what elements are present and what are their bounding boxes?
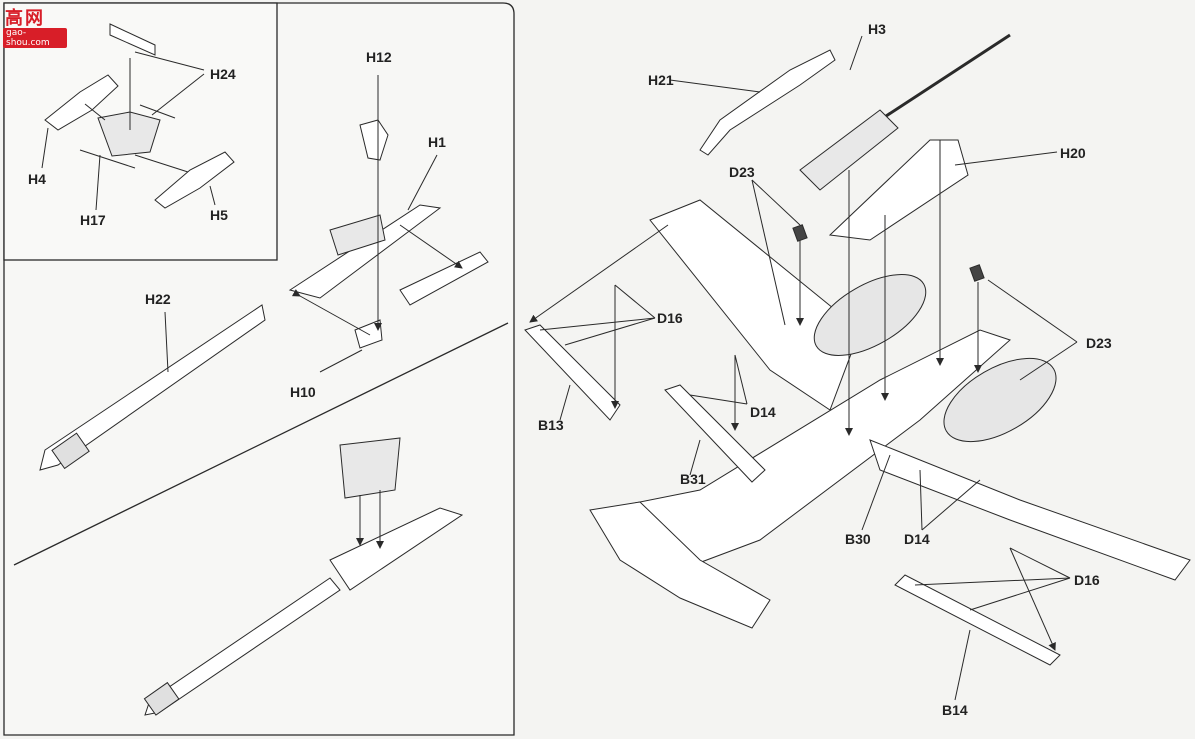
label-h5: H5: [210, 207, 228, 223]
engine-cowl-h20: [828, 139, 969, 241]
label-h10: H10: [290, 384, 316, 400]
label-h22: H22: [145, 291, 171, 307]
label-d23-left: D23: [729, 164, 755, 180]
b13-panel: [524, 324, 621, 421]
label-h1: H1: [428, 134, 446, 150]
label-b30: B30: [845, 531, 871, 547]
barrel-upper: [879, 33, 1011, 122]
label-h3: H3: [868, 21, 886, 37]
label-d16-lower: D16: [1074, 572, 1100, 588]
b14-panel: [894, 574, 1061, 666]
label-b13: B13: [538, 417, 564, 433]
label-h20: H20: [1060, 145, 1086, 161]
watermark-url: gao-shou.com: [3, 28, 67, 48]
canopy-rail-h21: [699, 49, 836, 156]
inset-subassembly: [41, 23, 235, 211]
label-h17: H17: [80, 212, 106, 228]
right-wing: [869, 439, 1191, 581]
tail: [589, 501, 771, 629]
left-wing: [649, 199, 861, 411]
aircraft-assembly: [524, 33, 1191, 701]
divider-line: [13, 322, 509, 566]
watermark-chars: 高网: [5, 8, 45, 29]
label-b31: B31: [680, 471, 706, 487]
label-h21: H21: [648, 72, 674, 88]
label-d16-upper: D16: [657, 310, 683, 326]
b31-panel: [664, 384, 766, 483]
label-d23-right: D23: [1086, 335, 1112, 351]
assembled-gun: [143, 437, 464, 716]
right-nacelle: [943, 357, 1057, 443]
label-h4: H4: [28, 171, 46, 187]
label-h24: H24: [210, 66, 236, 82]
label-h12: H12: [366, 49, 392, 65]
gun-mount-assembly: [39, 75, 489, 471]
label-d14-left: D14: [750, 404, 776, 420]
label-b14: B14: [942, 702, 968, 718]
site-watermark: 高网 gao-shou.com: [3, 4, 67, 48]
label-d14-right: D14: [904, 531, 930, 547]
fuselage: [598, 329, 1011, 571]
